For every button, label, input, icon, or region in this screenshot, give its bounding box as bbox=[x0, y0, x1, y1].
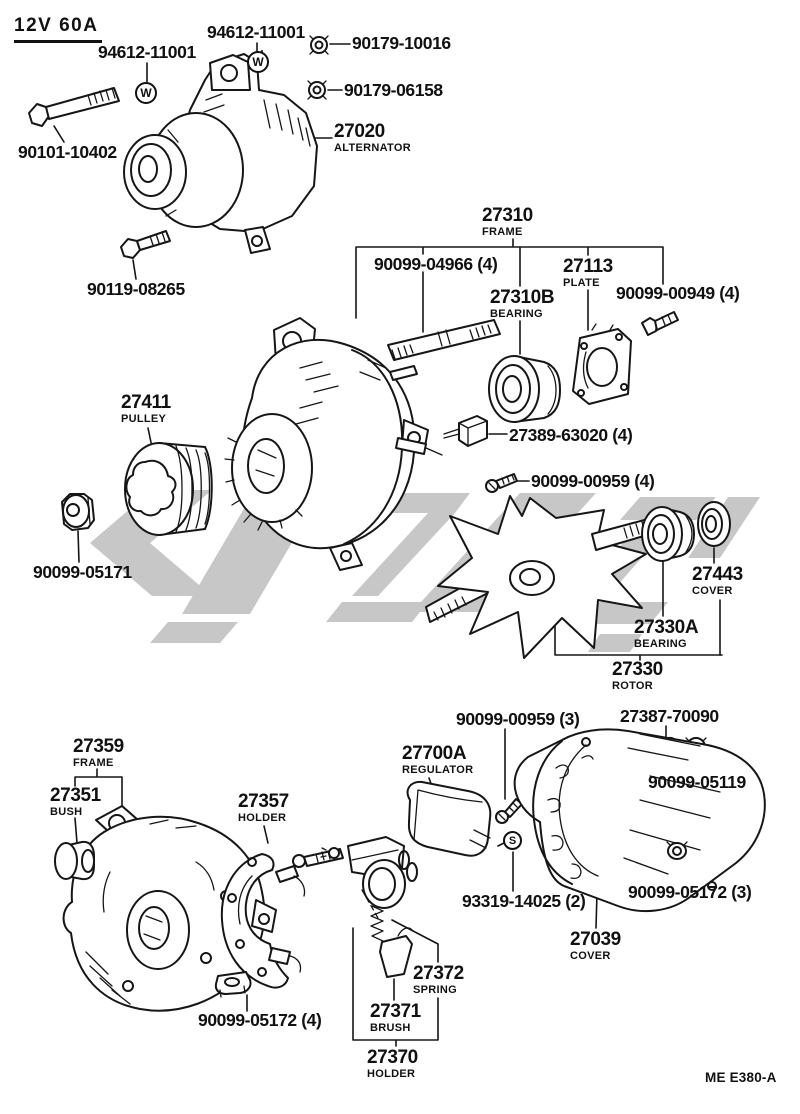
part-label-27330A: 27330A BEARING bbox=[634, 617, 699, 650]
doc-code: ME E380-A bbox=[705, 1070, 777, 1085]
pulley-drawing bbox=[124, 442, 213, 536]
part-label-90119-08265: 90119-08265 bbox=[87, 279, 185, 299]
spec-title: 12V 60A bbox=[14, 15, 103, 43]
front-bearing-drawing bbox=[488, 355, 561, 423]
nut-05172-4-drawing bbox=[214, 971, 252, 998]
washer-symbol-top: W bbox=[247, 51, 269, 73]
retainer-plate-drawing bbox=[572, 323, 632, 405]
screw-symbol: S bbox=[503, 831, 522, 850]
nut-05172-3-drawing bbox=[666, 841, 688, 860]
terminal-drawing bbox=[443, 415, 488, 447]
part-label-27371: 27371 BRUSH bbox=[370, 1001, 421, 1034]
bush-drawing bbox=[54, 840, 95, 881]
part-label-27113: 27113 PLATE bbox=[563, 256, 613, 289]
part-label-90099-00959-4: 90099-00959 (4) bbox=[531, 471, 655, 491]
screw-00959-4-drawing bbox=[485, 473, 518, 493]
rear-bearing-drawing bbox=[641, 506, 695, 562]
rear-frame-drawing bbox=[62, 805, 277, 1012]
bearing-cover-drawing bbox=[697, 501, 731, 547]
alternator-drawing bbox=[123, 50, 318, 254]
part-label-27370: 27370 HOLDER bbox=[367, 1047, 418, 1080]
screw-00959-3-drawing bbox=[495, 798, 523, 824]
stud-bolt-drawing bbox=[387, 319, 501, 361]
washer-symbol-left: W bbox=[135, 82, 157, 104]
part-label-27359: 27359 FRAME bbox=[73, 736, 124, 769]
part-label-90179-06158: 90179-06158 bbox=[344, 80, 443, 100]
part-label-27387-70090: 27387-70090 bbox=[620, 706, 719, 726]
part-label-27330: 27330 ROTOR bbox=[612, 659, 663, 692]
part-label-27700A: 27700A REGULATOR bbox=[402, 743, 474, 776]
bolt-00949-drawing bbox=[641, 311, 679, 336]
part-label-27310B: 27310B BEARING bbox=[490, 287, 555, 320]
drive-end-frame-drawing bbox=[224, 317, 443, 571]
nut-90179-06158-drawing bbox=[307, 80, 327, 100]
rectifier-holder-drawing bbox=[220, 848, 344, 989]
part-label-90099-04966: 90099-04966 (4) bbox=[374, 254, 498, 274]
regulator-drawing bbox=[398, 780, 492, 882]
part-label-27443: 27443 COVER bbox=[692, 564, 743, 597]
part-label-27357: 27357 HOLDER bbox=[238, 791, 289, 824]
part-label-90099-05172-4: 90099-05172 (4) bbox=[198, 1010, 322, 1030]
part-label-90099-05172-3: 90099-05172 (3) bbox=[628, 882, 752, 902]
rotor-drawing bbox=[425, 495, 661, 659]
bolt-90119-drawing bbox=[120, 230, 171, 259]
part-label-90179-10016: 90179-10016 bbox=[352, 33, 451, 53]
part-label-90099-00949: 90099-00949 (4) bbox=[616, 283, 740, 303]
part-label-94612-left: 94612-11001 bbox=[98, 42, 196, 62]
part-label-27039: 27039 COVER bbox=[570, 929, 621, 962]
part-label-27020: 27020 ALTERNATOR bbox=[334, 121, 411, 154]
part-label-93319-14025: 93319-14025 (2) bbox=[462, 891, 586, 911]
bolt-90101-drawing bbox=[28, 87, 120, 127]
part-label-27351: 27351 BUSH bbox=[50, 785, 101, 818]
part-label-90101-10402: 90101-10402 bbox=[18, 142, 117, 162]
part-label-27310: 27310 FRAME bbox=[482, 205, 533, 238]
part-label-90099-00959-3: 90099-00959 (3) bbox=[456, 709, 580, 729]
part-label-27389-63020: 27389-63020 (4) bbox=[509, 425, 633, 445]
part-label-90099-05171: 90099-05171 bbox=[33, 562, 132, 582]
nut-90179-10016-drawing bbox=[309, 35, 329, 55]
pulley-nut-drawing bbox=[61, 493, 95, 531]
brush-holder-drawing bbox=[320, 836, 413, 978]
part-label-94612-top: 94612-11001 bbox=[207, 22, 305, 42]
part-label-90099-05119: 90099-05119 bbox=[648, 772, 746, 792]
rear-cover-drawing bbox=[513, 728, 766, 912]
part-label-27372: 27372 SPRING bbox=[413, 963, 464, 996]
part-label-27411: 27411 PULLEY bbox=[121, 392, 171, 425]
